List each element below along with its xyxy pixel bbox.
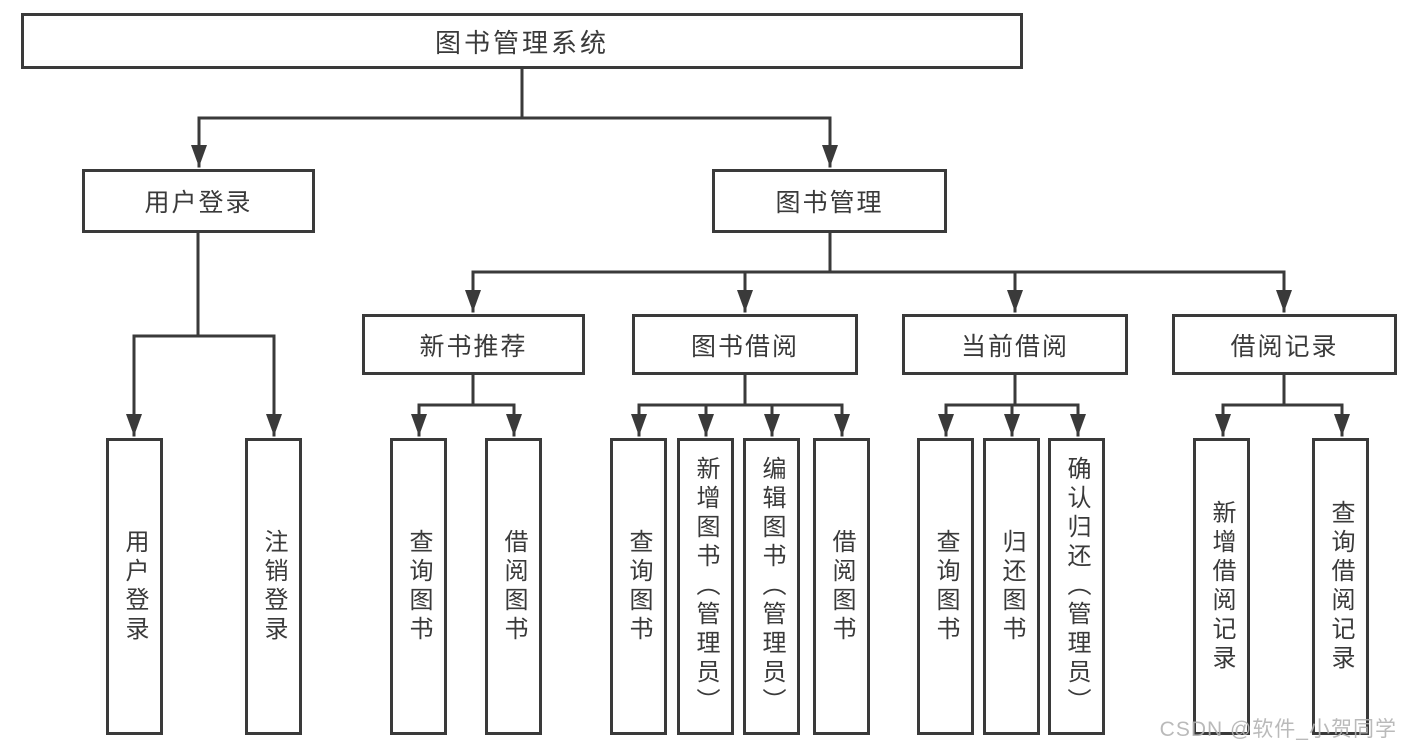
node-book-borrow: 图书借阅 <box>632 314 858 375</box>
node-current-borrow: 当前借阅 <box>902 314 1128 375</box>
leaf-query-borrow-record: 查询借阅记录 <box>1312 438 1369 735</box>
node-user-login-branch: 用户登录 <box>82 169 315 233</box>
leaf-add-books-admin: 新增图书（管理员） <box>677 438 734 735</box>
leaf-query-books-borrow: 查询图书 <box>610 438 667 735</box>
leaf-logout: 注销登录 <box>245 438 302 735</box>
node-book-management-branch: 图书管理 <box>712 169 947 233</box>
leaf-query-books-current: 查询图书 <box>917 438 974 735</box>
leaf-user-login: 用户登录 <box>106 438 163 735</box>
leaf-borrow-books-recommend: 借阅图书 <box>485 438 542 735</box>
node-borrow-record: 借阅记录 <box>1172 314 1397 375</box>
leaf-return-books: 归还图书 <box>983 438 1040 735</box>
leaf-add-borrow-record: 新增借阅记录 <box>1193 438 1250 735</box>
leaf-borrow-books: 借阅图书 <box>813 438 870 735</box>
leaf-confirm-return-admin: 确认归还（管理员） <box>1048 438 1105 735</box>
node-new-book-recommend: 新书推荐 <box>362 314 585 375</box>
leaf-edit-books-admin: 编辑图书（管理员） <box>743 438 800 735</box>
leaf-query-books-recommend: 查询图书 <box>390 438 447 735</box>
node-library-management-system: 图书管理系统 <box>21 13 1023 69</box>
csdn-watermark: CSDN @软件_小贺同学 <box>1159 718 1397 741</box>
